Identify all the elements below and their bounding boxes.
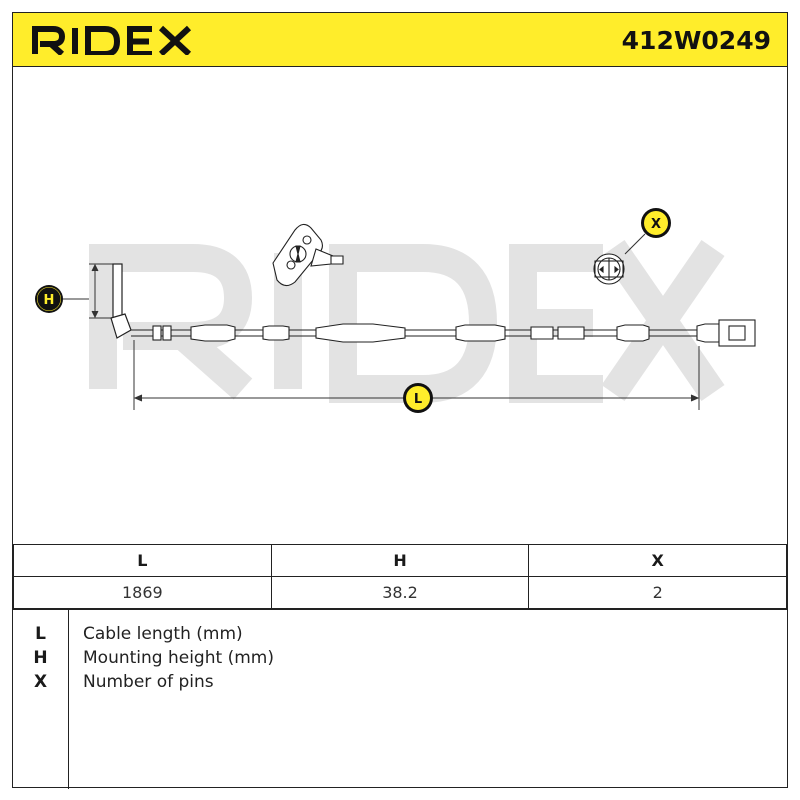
callout-h-label: H xyxy=(44,293,55,308)
value-cell-l: 1869 xyxy=(13,576,272,609)
connector-front-view xyxy=(593,253,625,285)
spec-value-row: 1869 38.2 2 xyxy=(13,576,787,609)
ridex-logo xyxy=(31,25,196,59)
header-cell-h: H xyxy=(270,544,530,577)
legend-row-l: L Cable length (mm) xyxy=(13,624,787,648)
technical-drawing: H xyxy=(13,68,787,544)
spec-header-row: L H X xyxy=(13,544,787,577)
spec-table: L H X 1869 38.2 2 xyxy=(13,544,787,609)
header-bar: 412W0249 xyxy=(13,13,787,67)
header-cell-l: L xyxy=(13,544,272,577)
sensor-side-view xyxy=(272,223,344,287)
value-cell-x: 2 xyxy=(528,576,787,609)
value-cell-h: 38.2 xyxy=(270,576,530,609)
legend-divider xyxy=(68,610,69,789)
sensor-cable xyxy=(131,319,756,347)
legend-description: Cable length (mm) xyxy=(83,624,243,644)
part-number: 412W0249 xyxy=(621,26,771,55)
product-sheet: 412W0249 H xyxy=(12,12,788,789)
legend: L Cable length (mm) H Mounting height (m… xyxy=(13,609,787,789)
legend-key: L xyxy=(35,624,46,644)
legend-row-h: H Mounting height (mm) xyxy=(13,648,787,672)
legend-description: Number of pins xyxy=(83,672,214,692)
callout-l-label: L xyxy=(414,392,422,407)
legend-row-x: X Number of pins xyxy=(13,672,787,696)
callout-x-label: X xyxy=(651,217,661,232)
legend-description: Mounting height (mm) xyxy=(83,648,274,668)
header-cell-x: X xyxy=(528,544,787,577)
sensor-head xyxy=(110,263,132,339)
legend-key: X xyxy=(33,672,48,692)
legend-key: H xyxy=(33,648,48,668)
